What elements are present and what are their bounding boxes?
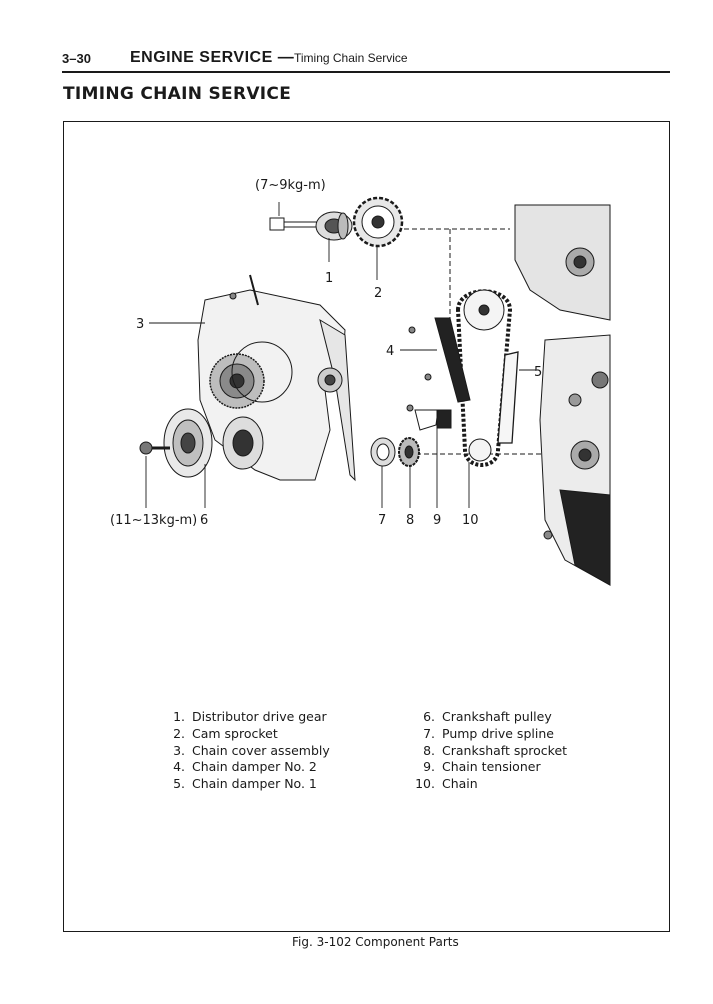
subsection-title: Timing Chain Service xyxy=(294,51,408,65)
legend-item: 1.Distributor drive gear xyxy=(173,709,327,724)
crankshaft-pulley xyxy=(139,408,264,478)
header-rule xyxy=(62,71,670,73)
chain-damper-no2 xyxy=(434,317,471,403)
crankshaft-sprocket xyxy=(398,437,420,467)
legend-item: 10.Chain xyxy=(415,776,478,792)
callout-10: 10 xyxy=(462,513,479,528)
legend-item: 9.Chain tensioner xyxy=(423,759,541,775)
callout-9: 9 xyxy=(433,513,441,528)
pump-drive-spline xyxy=(370,437,396,467)
cam-sprocket xyxy=(352,196,404,248)
water-pump-fan xyxy=(209,341,293,409)
page-header: 3–30 ENGINE SERVICE — Timing Chain Servi… xyxy=(62,49,670,71)
legend-item: 2.Cam sprocket xyxy=(173,725,278,741)
callout-2: 2 xyxy=(374,286,382,301)
figure-caption: Fig. 3-102 Component Parts xyxy=(292,935,459,949)
torque-label-bottom: (11~13kg-m) xyxy=(110,513,197,528)
section-title: ENGINE SERVICE — xyxy=(130,49,295,66)
callout-4: 4 xyxy=(386,344,394,359)
distributor-drive-gear xyxy=(269,211,353,241)
callout-8: 8 xyxy=(406,513,414,528)
page-number: 3–30 xyxy=(62,51,91,66)
bolts xyxy=(229,292,553,540)
callout-1: 1 xyxy=(325,271,333,286)
callout-3: 3 xyxy=(136,317,144,332)
leader-lines xyxy=(145,202,536,508)
page-title: TIMING CHAIN SERVICE xyxy=(63,84,292,104)
chain-damper-no1 xyxy=(497,351,519,444)
legend-right: 6.Crankshaft pulley 7.Pump drive spline … xyxy=(413,709,567,793)
chain-tensioner xyxy=(414,409,452,431)
callout-7: 7 xyxy=(378,513,386,528)
engine-block xyxy=(514,204,611,586)
torque-label-top: (7~9kg-m) xyxy=(255,178,326,193)
legend-item: 3.Chain cover assembly xyxy=(173,742,330,758)
callout-5: 5 xyxy=(534,365,542,380)
legend-left: 1.Distributor drive gear 2.Cam sprocket … xyxy=(163,709,330,793)
legend-item: 6.Crankshaft pulley xyxy=(423,709,552,724)
legend-item: 7.Pump drive spline xyxy=(423,725,554,741)
legend-item: 4.Chain damper No. 2 xyxy=(173,759,317,775)
callout-6: 6 xyxy=(200,513,208,528)
figure-frame xyxy=(63,121,670,932)
timing-chain xyxy=(455,289,513,467)
legend-item: 8.Crankshaft sprocket xyxy=(423,742,568,758)
legend-item: 5.Chain damper No. 1 xyxy=(173,776,317,792)
